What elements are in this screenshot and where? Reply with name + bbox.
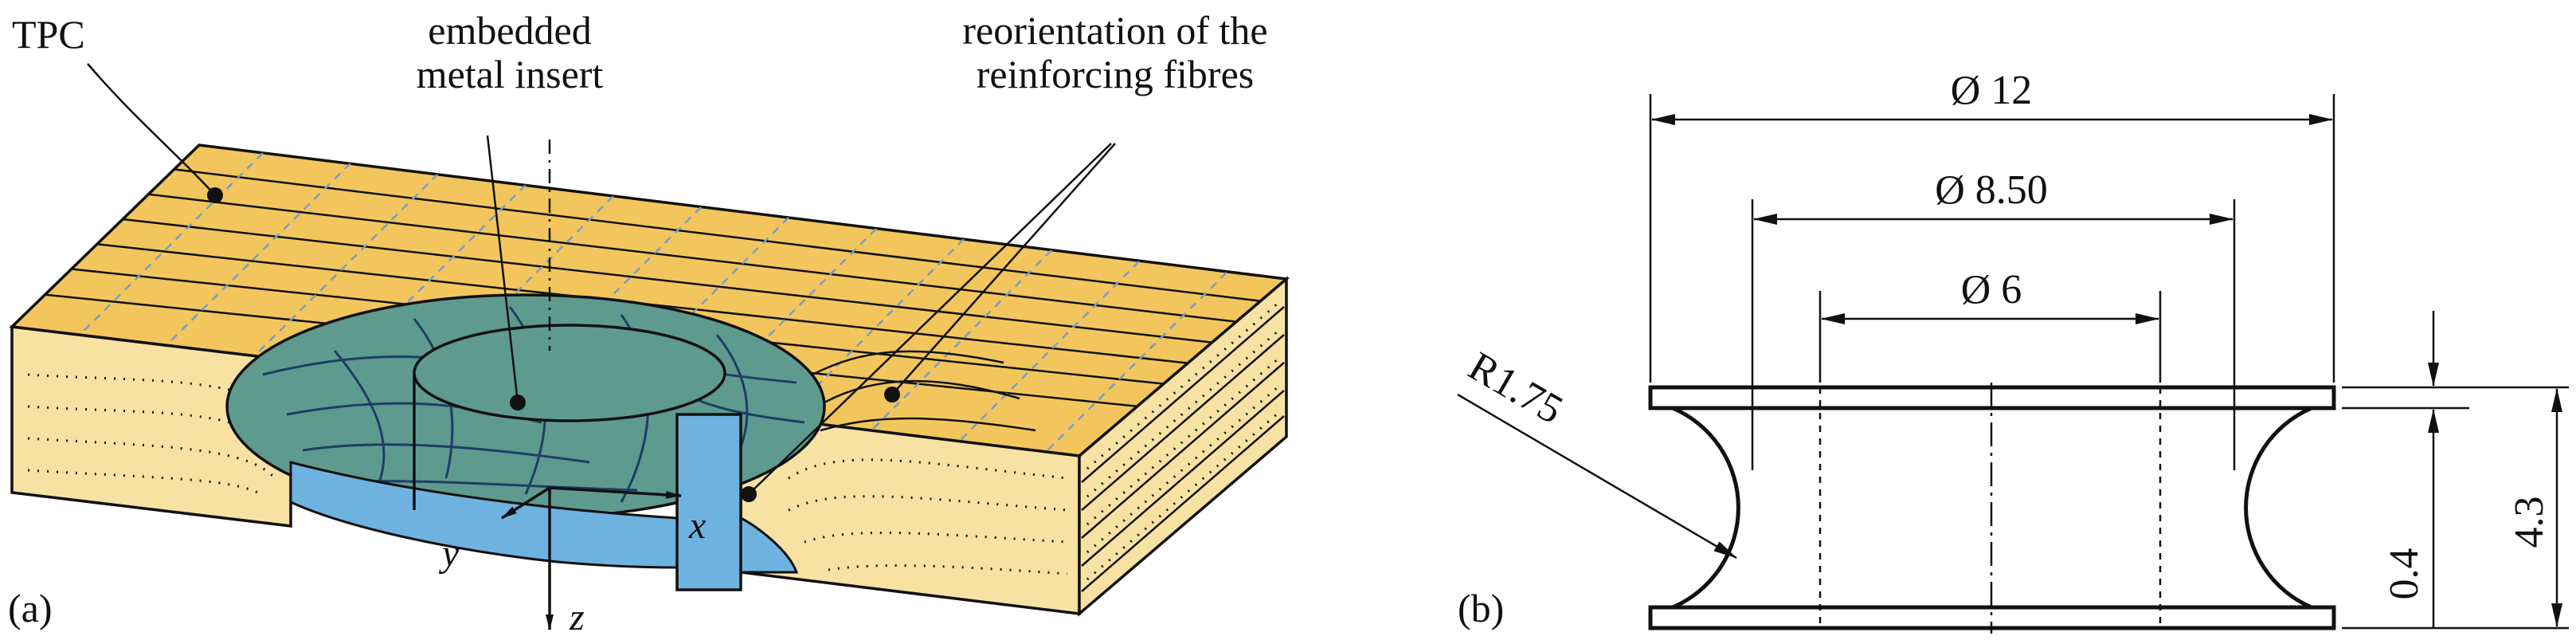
radius-leader [1457,393,1737,560]
x-axis-label: x [688,505,706,547]
insert-cut-face [289,413,799,591]
radius-label: R1.75 [1461,344,1570,433]
outer-diameter-label: Ø 12 [1951,68,2033,113]
extension-lines [1649,94,2569,630]
tpc-marker [207,187,223,203]
height-label: 4.3 [2507,497,2552,548]
callout-leaders [87,63,1116,495]
panel-a-label: (a) [8,586,53,630]
y-axis-arrow [501,486,550,520]
flange-label: 0.4 [2382,548,2427,600]
fibres-label-line2: reinforcing fibres [977,52,1254,96]
insert-label-line2: metal insert [417,52,604,96]
insert-label-line1: embedded [428,8,591,53]
left-concave-profile [1672,406,1740,610]
coordinate-system: x y z [438,486,706,638]
z-axis-label: z [569,596,585,638]
panel-b-label: (b) [1458,586,1504,630]
panel-b: Ø 12 Ø 8.50 Ø 6 R1.75 0.4 4.3 (b) [1457,68,2569,634]
fibres-label-line1: reorientation of the [962,8,1267,53]
reorientation-lines [812,350,1036,432]
front-dots-right [788,458,1068,575]
right-concave-profile [2244,406,2312,610]
panel-a: x y z TPC embedded metal insert reorient… [8,8,1290,638]
tpc-label: TPC [12,12,85,57]
x-axis-arrow [549,486,682,499]
insert-marker [510,395,526,410]
insert-hole [413,324,726,422]
inner-diameter-label: Ø 6 [1961,267,2022,312]
tpc-right-face [1078,276,1288,617]
tpc-front-left [10,325,292,528]
right-face-layers [1081,306,1285,592]
fibres-marker-2 [884,387,900,402]
y-axis-label: y [438,532,460,575]
mid-diameter-label: Ø 8.50 [1935,167,2048,213]
fibres-marker-1 [741,486,757,502]
right-face-dots [1086,301,1279,581]
insert-cut-wall [675,413,742,591]
